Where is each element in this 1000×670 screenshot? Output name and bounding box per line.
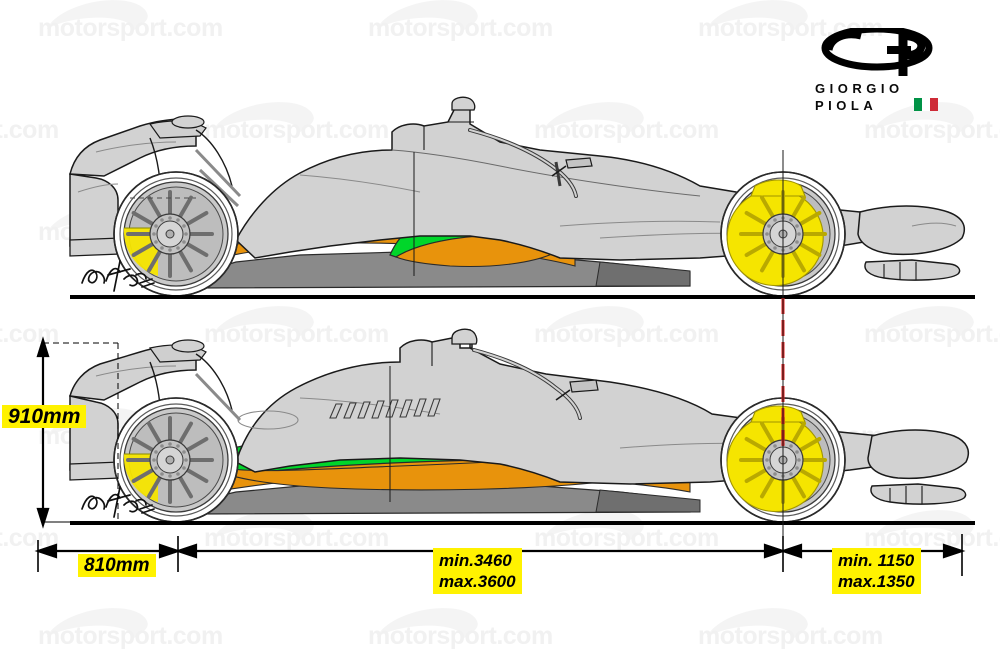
front-wheel-upper [113,171,239,297]
wheelbase-dimension-label: min.3460 max.3600 [433,548,522,594]
italian-flag-icon [914,98,938,111]
rear-overhang-min: min. 1150 [838,551,915,570]
logo-wordmark: GIORGIO PIOLA [815,80,937,114]
height-dimension-label: 910mm [2,405,87,428]
giorgio-piola-logo: GIORGIO PIOLA [815,25,955,118]
rear-overhang-max: max.1350 [838,572,915,591]
gp-monogram-icon [821,25,933,76]
rear-overhang-dimension-label: min. 1150 max.1350 [832,548,921,594]
upper-car-profile [69,96,975,299]
wheelbase-min: min.3460 [439,551,512,570]
logo-line-1: GIORGIO [815,81,904,96]
front-overhang-dimension-label: 810mm [78,554,156,577]
lower-car-profile [69,328,975,525]
wheelbase-max: max.3600 [439,572,516,591]
front-wheel-lower [113,397,239,523]
logo-line-2: PIOLA [815,98,878,113]
